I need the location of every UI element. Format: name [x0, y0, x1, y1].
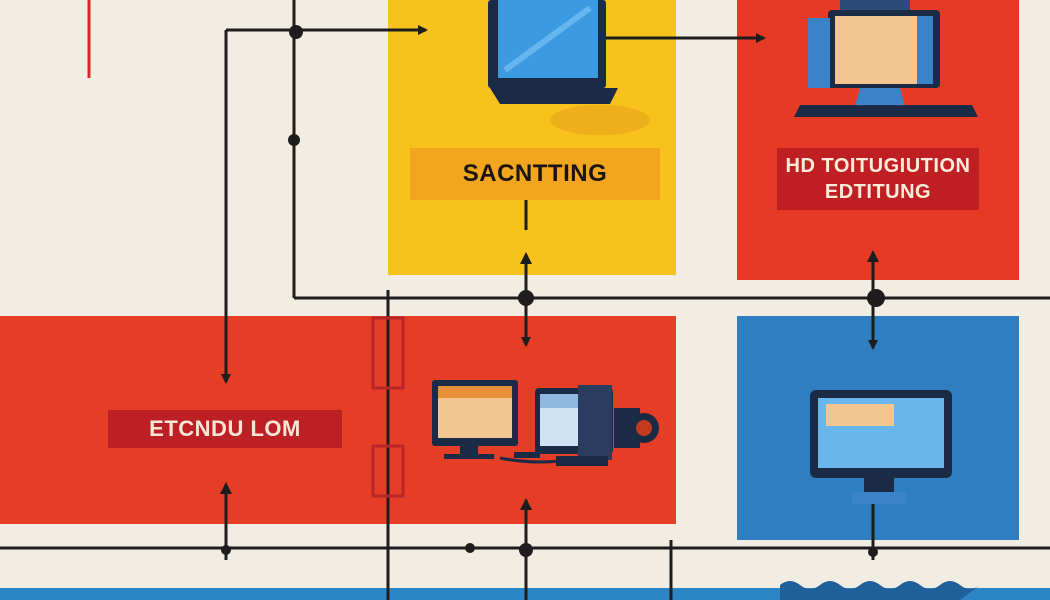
top-right-label-line1: HD TOITUGIUTION: [785, 155, 971, 177]
left-middle-label-text: ETCNDU LOM: [149, 416, 301, 441]
wave-shape: [780, 581, 980, 600]
monitor-icon: [432, 380, 518, 459]
monitor-icon: [488, 0, 650, 135]
divider-marks: [371, 316, 405, 498]
top-middle-label-text: SACNTTING: [462, 160, 608, 187]
left-middle-label: ETCNDU LOM: [108, 410, 342, 448]
computer-icon: [535, 385, 613, 466]
label-badge-yellow: [410, 148, 660, 200]
computer-icon: [794, 0, 978, 117]
top-middle-label: SACNTTING: [410, 148, 660, 200]
top-right-label: HD TOITUGIUTION EDTITUNG: [777, 148, 979, 210]
top-right-label-line2: EDTITUNG: [824, 181, 932, 203]
connector-arrowheads-up: [220, 250, 879, 510]
monitor-icon: [810, 390, 952, 504]
camera-icon: [499, 408, 659, 464]
connector-nodes: [221, 25, 885, 557]
